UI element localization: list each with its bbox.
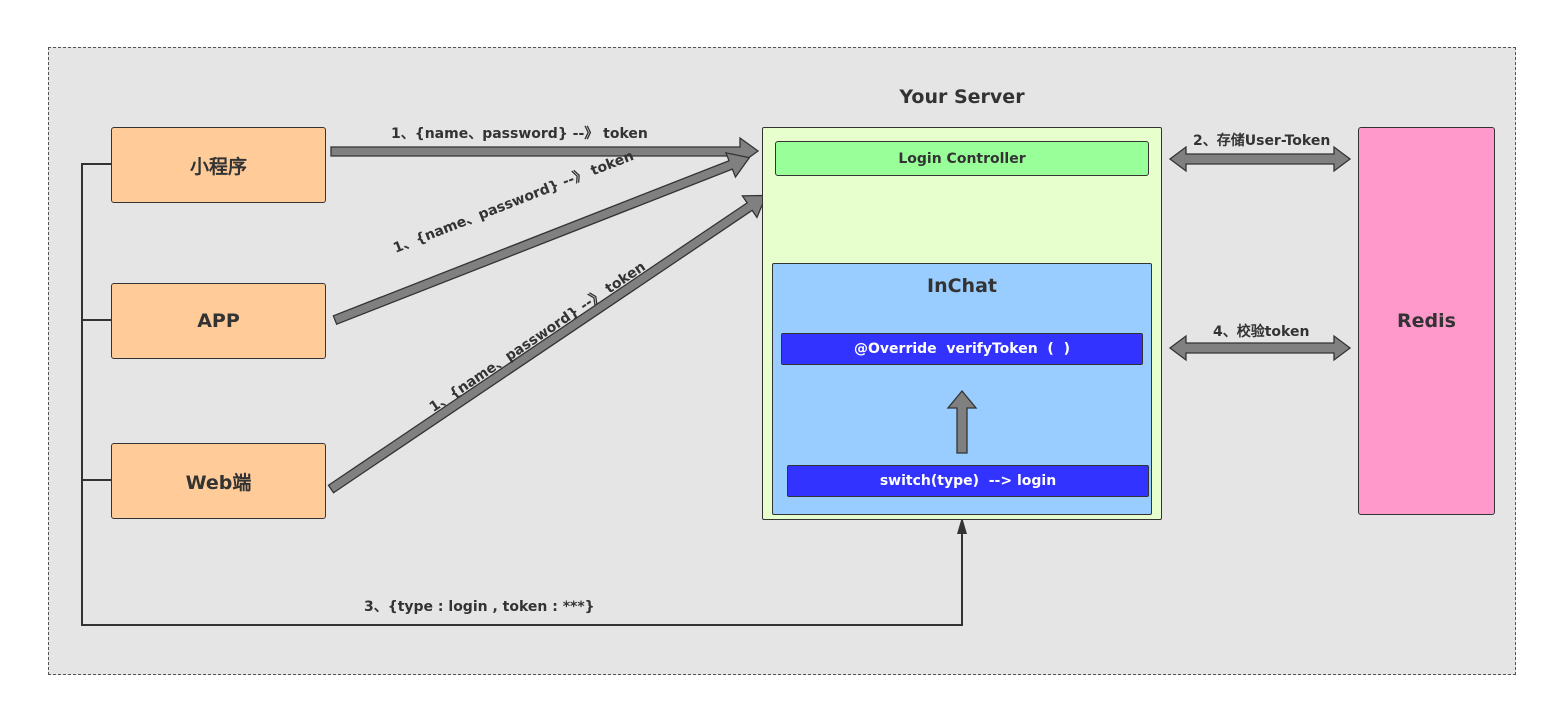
client-mini-program-label: 小程序 <box>189 155 247 178</box>
edge-label-verify: 4、校验token <box>1213 324 1310 340</box>
override-verify-token: @Override verifyToken ( ) <box>781 333 1143 365</box>
switch-type-login-label: switch(type) --> login <box>879 473 1057 489</box>
client-app-label: APP <box>197 310 240 332</box>
edge-label-mini: 1、{name、password} --》 token <box>391 126 648 142</box>
redis-label: Redis <box>1397 310 1456 332</box>
client-mini-program: 小程序 <box>111 127 326 203</box>
edge-label-store: 2、存储User-Token <box>1193 133 1331 149</box>
client-app: APP <box>111 283 326 359</box>
arrow-server-redis-verify <box>1168 334 1352 362</box>
arrow-app-to-server <box>332 151 751 326</box>
login-controller-label: Login Controller <box>898 150 1026 167</box>
inchat-title: InChat <box>927 275 997 297</box>
edge-label-login: 3、{type : login , token : ***} <box>364 599 595 615</box>
arrow-server-redis-store <box>1168 145 1352 173</box>
switch-type-login: switch(type) --> login <box>787 465 1149 497</box>
client-web: Web端 <box>111 443 326 519</box>
server-title: Your Server <box>899 86 1025 108</box>
arrow-web-to-server <box>327 194 768 494</box>
bracket-arrowhead <box>957 517 967 534</box>
override-verify-token-label: @Override verifyToken ( ) <box>854 341 1070 357</box>
login-controller: Login Controller <box>775 141 1149 176</box>
redis-store: Redis <box>1358 127 1495 515</box>
bracket-line <box>81 163 963 626</box>
client-web-label: Web端 <box>185 471 252 494</box>
